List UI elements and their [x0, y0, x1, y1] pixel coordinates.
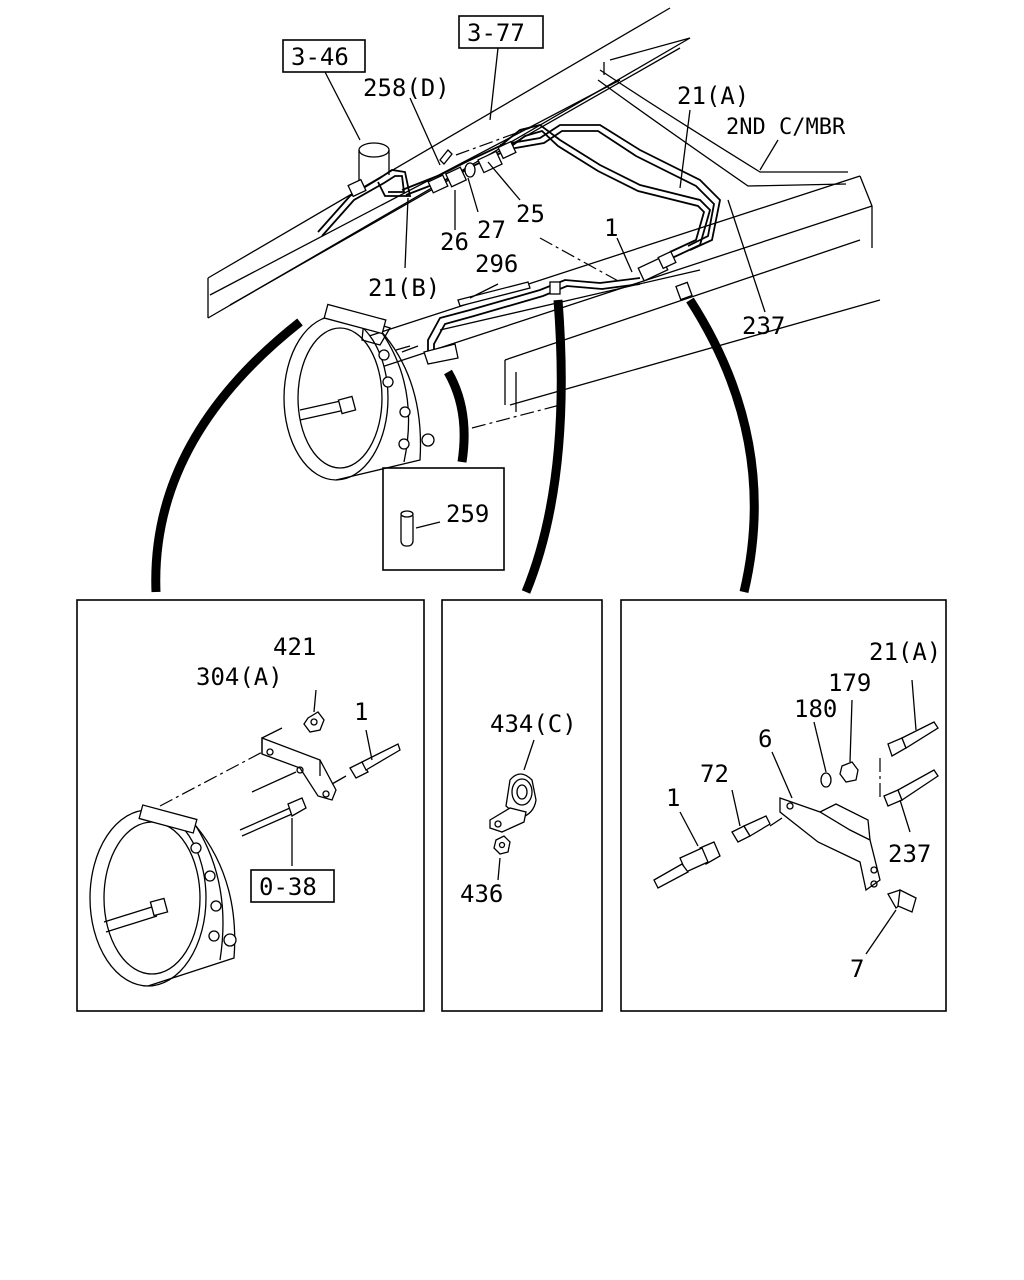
label-7: 7	[850, 955, 864, 983]
spring-brake-chamber	[283, 303, 459, 481]
ref-3-46: 3-46	[291, 43, 349, 71]
detail-callout-curves	[151, 297, 759, 594]
label-434c: 434(C)	[490, 710, 577, 738]
label-436: 436	[460, 880, 503, 908]
label-1-main: 1	[604, 214, 618, 242]
label-21b: 21(B)	[368, 274, 440, 302]
label-72: 72	[700, 760, 729, 788]
label-6: 6	[758, 725, 772, 753]
label-258d: 258(D)	[363, 74, 450, 102]
pin-inset-box	[382, 467, 505, 571]
label-421: 421	[273, 633, 316, 661]
label-296: 296	[475, 250, 518, 278]
label-1-right: 1	[666, 784, 680, 812]
label-2nd-cmbr: 2ND C/MBR	[726, 115, 846, 140]
ref-box-3-46	[282, 39, 366, 73]
ref-box-0-38	[250, 869, 335, 903]
hose-and-fittings	[347, 140, 693, 307]
label-180: 180	[794, 695, 837, 723]
label-21a: 21(A)	[677, 82, 749, 110]
label-21a-right: 21(A)	[869, 638, 941, 666]
middle-detail-drawing	[489, 739, 537, 881]
ref-0-38: 0-38	[259, 873, 317, 901]
brake-pipes	[317, 124, 721, 362]
right-detail-drawing	[653, 679, 939, 955]
ref-3-77: 3-77	[467, 19, 525, 47]
label-237-right: 237	[888, 840, 931, 868]
detail-box-middle	[441, 599, 603, 1012]
detail-box-right	[620, 599, 947, 1012]
pin-259	[400, 510, 414, 547]
label-1-left: 1	[354, 698, 368, 726]
label-26: 26	[440, 228, 469, 256]
label-259: 259	[446, 500, 489, 528]
label-237-main: 237	[742, 312, 785, 340]
leader-lines-main	[324, 47, 779, 529]
ref-box-3-77	[458, 15, 544, 49]
left-detail-drawing	[89, 689, 401, 987]
detail-box-left	[76, 599, 425, 1012]
label-27: 27	[477, 216, 506, 244]
label-179: 179	[828, 669, 871, 697]
label-25: 25	[516, 200, 545, 228]
label-304a: 304(A)	[196, 663, 283, 691]
